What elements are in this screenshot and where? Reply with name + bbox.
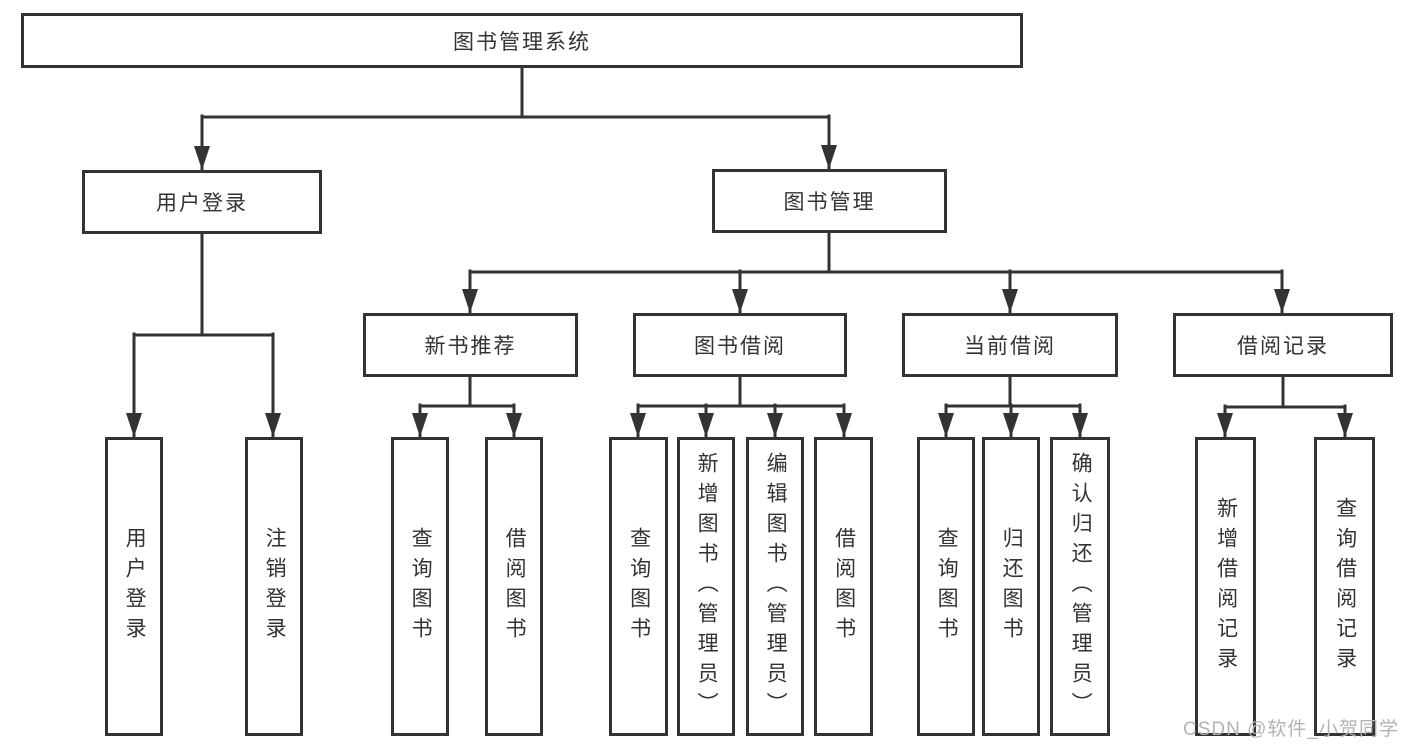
node-book-management: 图书管理 bbox=[712, 169, 947, 233]
connector-current-leaves bbox=[938, 375, 1088, 439]
leaf-label: 用户登录 bbox=[123, 526, 147, 647]
leaf-query-books-current: 查询图书 bbox=[917, 437, 975, 736]
node-borrowing-records: 借阅记录 bbox=[1173, 313, 1393, 377]
leaf-label: 查询图书 bbox=[409, 526, 433, 647]
node-library-management-system: 图书管理系统 bbox=[21, 13, 1023, 68]
leaf-label: 借阅图书 bbox=[503, 526, 527, 647]
node-user-login: 用户登录 bbox=[82, 170, 322, 234]
leaf-edit-books-admin: 编辑图书（管理员） bbox=[746, 437, 804, 736]
node-current-borrowing: 当前借阅 bbox=[902, 313, 1118, 377]
leaf-add-borrow-record: 新增借阅记录 bbox=[1195, 437, 1256, 736]
leaf-label: 归还图书 bbox=[1000, 526, 1024, 647]
leaf-query-books-recommend: 查询图书 bbox=[391, 437, 449, 736]
leaf-borrow-books-recommend: 借阅图书 bbox=[485, 437, 543, 736]
leaf-confirm-return-admin: 确认归还（管理员） bbox=[1050, 437, 1110, 736]
node-book-borrowing: 图书借阅 bbox=[633, 313, 847, 377]
leaf-label: 确认归还（管理员） bbox=[1069, 451, 1093, 722]
leaf-label: 借阅图书 bbox=[832, 526, 856, 647]
leaf-logout: 注销登录 bbox=[245, 437, 303, 736]
connector-login-leaves bbox=[126, 232, 281, 439]
connector-recommend-leaves bbox=[412, 375, 522, 439]
leaf-query-borrow-record: 查询借阅记录 bbox=[1314, 437, 1375, 736]
connector-mgmt-to-level3 bbox=[462, 231, 1290, 315]
connector-records-leaves bbox=[1217, 375, 1353, 439]
connector-root-to-level2 bbox=[194, 66, 837, 172]
leaf-user-login: 用户登录 bbox=[105, 437, 163, 736]
leaf-label: 编辑图书（管理员） bbox=[764, 451, 788, 722]
leaf-query-books-borrow: 查询图书 bbox=[609, 437, 668, 736]
leaf-return-books: 归还图书 bbox=[982, 437, 1040, 736]
leaf-label: 注销登录 bbox=[263, 526, 287, 647]
leaf-label: 新增图书（管理员） bbox=[695, 451, 719, 722]
leaf-label: 查询借阅记录 bbox=[1333, 496, 1357, 677]
leaf-label: 查询图书 bbox=[627, 526, 651, 647]
connector-borrow-leaves bbox=[630, 375, 852, 439]
leaf-label: 查询图书 bbox=[935, 526, 959, 647]
csdn-watermark: CSDN @软件_小贺同学 bbox=[1183, 719, 1399, 740]
node-new-book-recommendation: 新书推荐 bbox=[363, 313, 578, 377]
leaf-label: 新增借阅记录 bbox=[1214, 496, 1238, 677]
leaf-borrow-books: 借阅图书 bbox=[814, 437, 873, 736]
leaf-add-books-admin: 新增图书（管理员） bbox=[677, 437, 735, 736]
